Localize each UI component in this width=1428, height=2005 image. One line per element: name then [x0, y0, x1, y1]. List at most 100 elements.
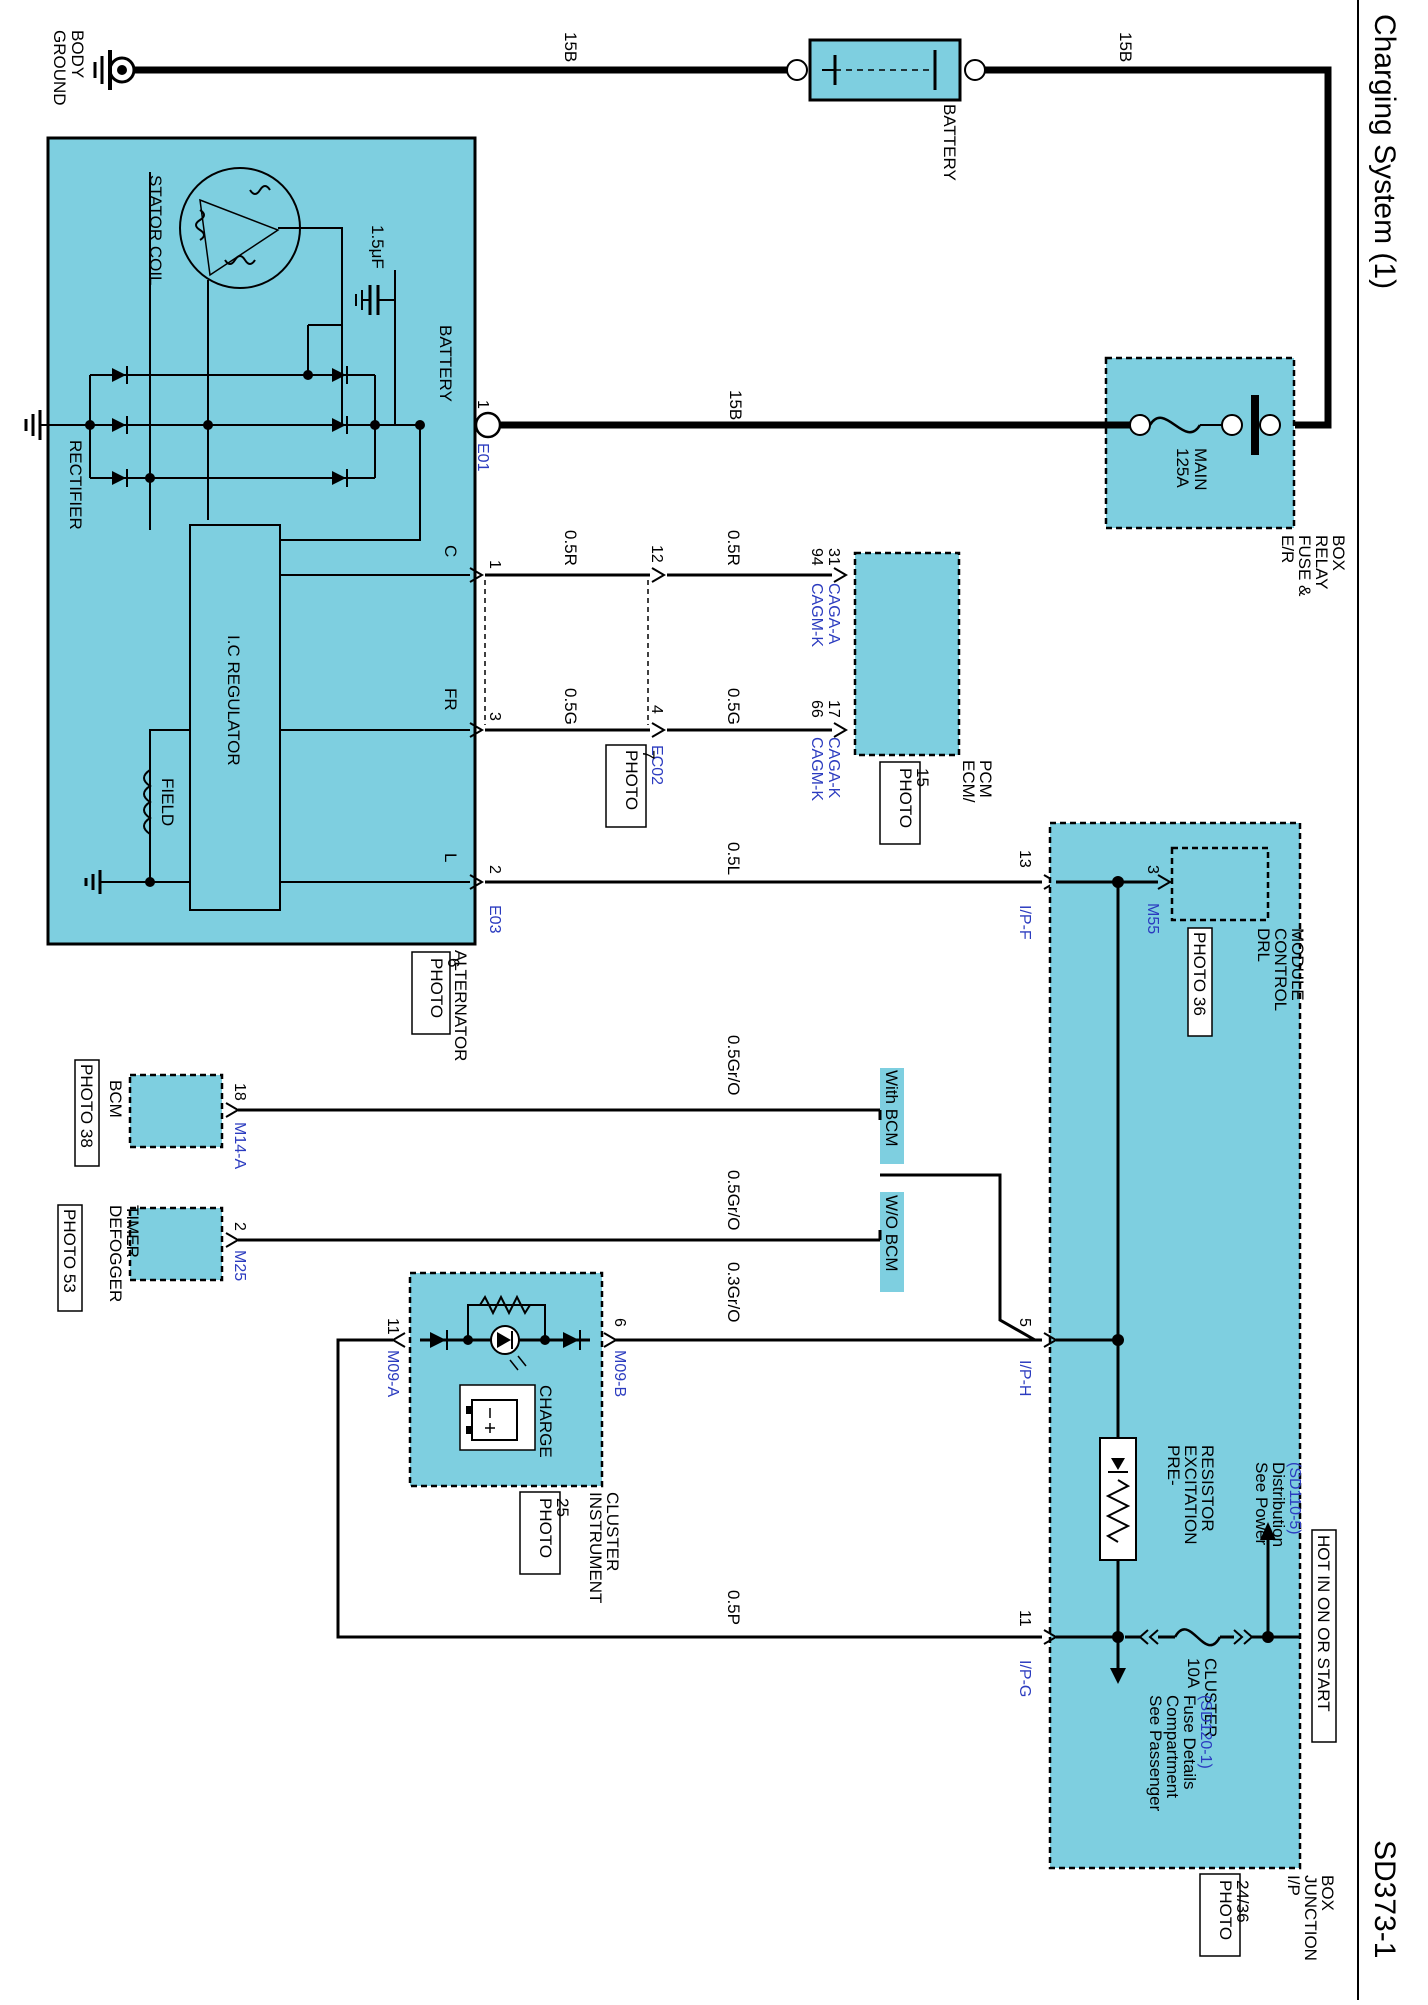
field-coil [143, 769, 152, 835]
with-bcm-tag: With BCM [880, 1068, 904, 1164]
pin-cluster-b: 6 [611, 1318, 628, 1327]
pin-ipf: 13 [1016, 850, 1033, 868]
connector-ecm-fr: CAGM-KCAGA-K [808, 737, 842, 801]
hot-label-box: HOT IN ON OR START [1311, 1529, 1337, 1743]
pre-excitation-label: PRE-EXCITATIONRESISTOR [1164, 1445, 1217, 1545]
svg-text:PHOTO6: PHOTO6 [427, 958, 463, 1018]
ip-junction-photo-box: PHOTO24/36 [1199, 1873, 1252, 1957]
main-fuse-125a [1129, 395, 1281, 455]
rectifier [48, 324, 425, 487]
connector-ec02: EC02 [648, 745, 665, 785]
page-code: SD373-1 [1368, 1840, 1401, 1958]
battery [786, 38, 986, 102]
defogger-photo-box: PHOTO 53 [57, 1204, 83, 1312]
rectifier-ground-symbol [24, 410, 48, 440]
connector-ipg: I/P-G [1016, 1660, 1033, 1697]
connector-e03: E03 [486, 905, 503, 934]
wire-15b-battery [985, 66, 1332, 429]
svg-text:PHOTO 38: PHOTO 38 [77, 1064, 96, 1148]
wire-label-05g-a: 0.5G [561, 688, 580, 725]
ecm-pcm-label: ECM/PCM [959, 760, 995, 803]
connector-m55: M55 [1144, 903, 1161, 934]
svg-text:PHOTO24/36: PHOTO24/36 [1216, 1880, 1252, 1940]
ec02-photo-box: PHOTO7 [605, 744, 658, 828]
wire-label-15b-ground: 15B [561, 32, 580, 62]
ic-regulator [189, 524, 281, 911]
battery-warning-icon [459, 1384, 536, 1451]
wire-l [469, 874, 1058, 890]
alternator-photo-box: PHOTO6 [411, 951, 463, 1035]
ecm-photo-box: PHOTO15 [879, 761, 932, 845]
drl-photo-box: PHOTO 36 [1187, 927, 1213, 1037]
alternator-label: ALTERNATOR [451, 950, 470, 1061]
wo-bcm-tag: W/O BCM [880, 1192, 904, 1292]
pin-bcm: 18 [231, 1083, 248, 1101]
connector-m14a: M14-A [231, 1122, 248, 1169]
pin-alt-c: 1 [486, 560, 503, 569]
ecm-pcm-box [853, 551, 961, 757]
bcm-photo-box: PHOTO 38 [74, 1059, 100, 1167]
wire-label-05l: 0.5L [724, 842, 743, 875]
pin-alt-fr: 3 [486, 712, 503, 721]
page-title: Charging System (1) [1368, 14, 1401, 289]
svg-text:HOT IN ON OR START: HOT IN ON OR START [1314, 1535, 1333, 1712]
field-label: FIELD [158, 778, 177, 826]
wire-label-05gro-b: 0.5Gr/O [724, 1170, 743, 1230]
connector-m09a: M09-A [384, 1350, 401, 1397]
er-box-label: E/RFUSE &RELAYBOX [1278, 535, 1348, 597]
battery-label: BATTERY [940, 104, 959, 181]
connector-ipf: I/P-F [1016, 905, 1033, 940]
pin-ec02-fr: 4 [648, 705, 665, 714]
charge-label: CHARGE [536, 1385, 555, 1458]
pin-def: 2 [231, 1222, 248, 1231]
regulator-ground-symbol [84, 870, 102, 894]
drl-control-module [1170, 846, 1270, 922]
pin-ipg: 11 [1016, 1610, 1033, 1627]
defogger-timer-box [128, 1206, 224, 1282]
connector-e01: E01 [474, 443, 491, 472]
power-dist-label: See PowerDistribution(SD110-5) [1252, 1462, 1303, 1547]
cluster-photo-box: PHOTO25 [519, 1491, 572, 1575]
capacitor [355, 270, 396, 425]
pin-iph: 5 [1016, 1318, 1033, 1327]
svg-text:PHOTO7: PHOTO7 [622, 750, 658, 810]
pre-excitation-resistor [1099, 1437, 1137, 1561]
body-ground-symbol [93, 50, 136, 90]
wire-c [469, 567, 848, 583]
main-fuse-label: MAIN125A [1173, 448, 1210, 491]
connector-m25: M25 [231, 1250, 248, 1281]
connector-iph: I/P-H [1016, 1360, 1033, 1396]
pin-ecm-fr: 6617 [808, 700, 842, 718]
cluster-fuse-10a [1125, 1628, 1268, 1647]
drl-label: DRLCONTROLMODULE [1254, 928, 1307, 1011]
bcm-label: BCM [106, 1080, 125, 1118]
wire-label-05p: 0.5P [724, 1590, 743, 1625]
pin-drl: 3 [1144, 865, 1161, 874]
wire-label-05r-b: 0.5R [724, 530, 743, 566]
alt-terminal-l: L [441, 853, 460, 862]
svg-text:W/O BCM: W/O BCM [882, 1195, 901, 1272]
wire-label-05gro-a: 0.5Gr/O [724, 1035, 743, 1095]
er-fuse-relay-box [1104, 356, 1296, 530]
svg-text:PHOTO15: PHOTO15 [896, 768, 932, 828]
rectifier-label: RECTIFIER [66, 440, 85, 530]
ic-regulator-label: I.C REGULATOR [224, 635, 243, 766]
connector-m09b: M09-B [611, 1350, 628, 1397]
alt-battery-terminal-label: BATTERY [436, 325, 455, 402]
cluster-label: INSTRUMENTCLUSTER [586, 1492, 622, 1603]
wire-label-05g-b: 0.5G [724, 688, 743, 725]
capacitor-label: 1.5μF [368, 225, 387, 269]
fuse-details-label: See PassengerCompartmentFuse Details(SD1… [1146, 1695, 1214, 1812]
fuse-details-arrow [1110, 1637, 1126, 1684]
wire-label-05r-a: 0.5R [561, 530, 580, 566]
charge-led-icon [490, 1325, 527, 1371]
pin-cluster-a: 11 [384, 1318, 401, 1335]
body-ground-label: BODYGROUND [50, 30, 87, 106]
wire-fr [469, 722, 848, 738]
wire-label-15b-main: 15B [726, 390, 745, 420]
defogger-label: DEFOGGERTIMER [106, 1205, 142, 1302]
alt-terminal-c: C [441, 545, 460, 557]
charge-lamp-circuit [420, 1294, 590, 1350]
connector-ecm-c: CAGM-KCAGA-A [808, 583, 842, 647]
